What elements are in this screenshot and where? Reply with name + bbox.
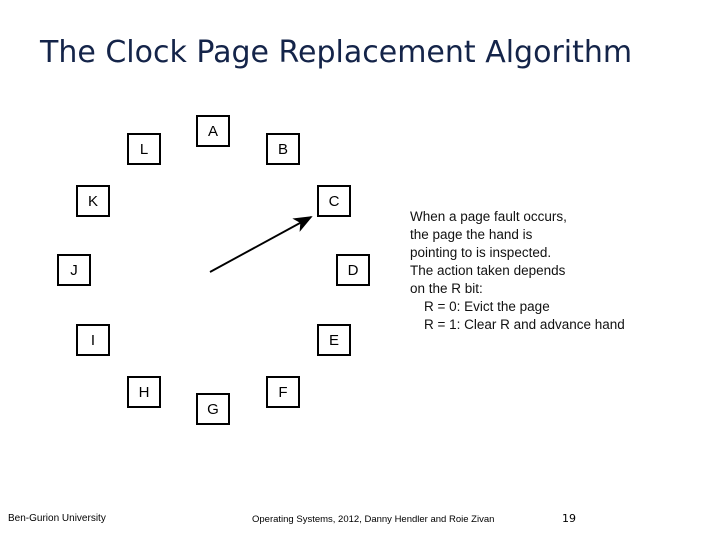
footer-page-number: 19 xyxy=(562,512,576,525)
page-box-b[interactable]: B xyxy=(266,133,300,165)
page-box-j[interactable]: J xyxy=(57,254,91,286)
page-box-label: I xyxy=(90,331,96,349)
page-box-l[interactable]: L xyxy=(127,133,161,165)
page-box-d[interactable]: D xyxy=(336,254,370,286)
explanation-line-2: the page the hand is xyxy=(410,227,533,242)
page-box-e[interactable]: E xyxy=(317,324,351,356)
page-box-label: F xyxy=(278,383,288,401)
page-box-label: L xyxy=(139,140,149,158)
page-box-i[interactable]: I xyxy=(76,324,110,356)
explanation-line-3: pointing to is inspected. xyxy=(410,245,552,260)
explanation-line-1: When a page fault occurs, xyxy=(410,209,567,224)
footer-course-credit: Operating Systems, 2012, Danny Hendler a… xyxy=(252,514,495,525)
page-box-label: G xyxy=(207,400,219,418)
explanation-line-r1: R = 1: Clear R and advance hand xyxy=(424,317,625,332)
page-box-label: H xyxy=(138,383,150,401)
page-box-k[interactable]: K xyxy=(76,185,110,217)
footer-institution: Ben-Gurion University xyxy=(8,513,106,524)
page-box-h[interactable]: H xyxy=(127,376,161,408)
explanation-line-r0: R = 0: Evict the page xyxy=(424,299,550,314)
slide-footer: Ben-Gurion University Operating Systems,… xyxy=(0,512,720,532)
page-box-label: A xyxy=(207,122,218,140)
clock-page-replacement-diagram: A B C D E F G H I J K L xyxy=(40,100,400,440)
page-box-label: E xyxy=(328,331,339,349)
page-box-a[interactable]: A xyxy=(196,115,230,147)
page-box-label: C xyxy=(328,192,340,210)
page-box-label: K xyxy=(87,192,98,210)
page-box-c[interactable]: C xyxy=(317,185,351,217)
page-box-label: J xyxy=(70,261,78,279)
explanation-line-4: The action taken depends xyxy=(410,263,566,278)
explanation-text: When a page fault occurs, the page the h… xyxy=(410,208,680,334)
page-box-f[interactable]: F xyxy=(266,376,300,408)
page-box-g[interactable]: G xyxy=(196,393,230,425)
page-title: The Clock Page Replacement Algorithm xyxy=(40,35,633,70)
explanation-line-5: on the R bit: xyxy=(410,281,483,296)
page-box-label: D xyxy=(347,261,359,279)
page-box-label: B xyxy=(277,140,288,158)
